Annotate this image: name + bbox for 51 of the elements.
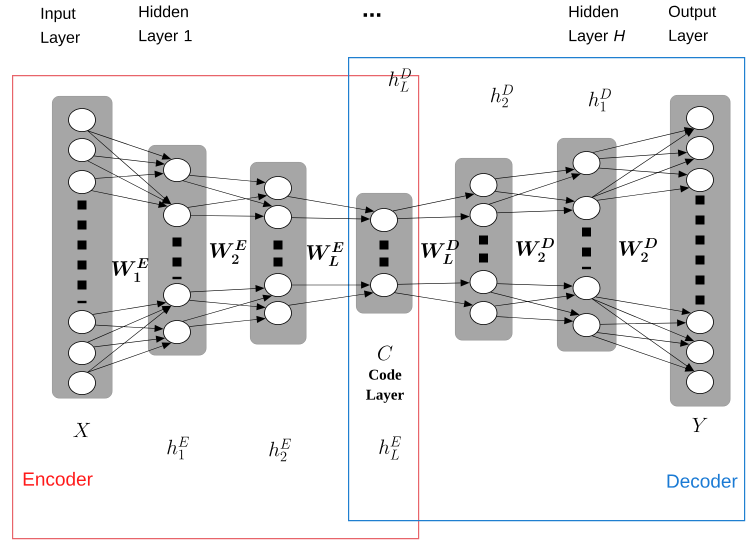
- neuron-circle: [686, 340, 714, 364]
- neuron-circle: [163, 283, 191, 307]
- neuron-circle: [686, 370, 714, 394]
- layer-title: Code Layer: [366, 369, 404, 403]
- neuron-circle: [68, 341, 96, 365]
- neuron-circle: [68, 108, 96, 132]
- layer-title: Output Layer: [668, 6, 716, 44]
- neuron-circle: [572, 196, 600, 220]
- neuron-circle: [470, 301, 498, 325]
- neuron-circle: [370, 208, 398, 232]
- weight-label: $\boldsymbol{W_{L}^{D}}$: [421, 240, 459, 264]
- layer-symbol: $h_{L}^{D}$: [389, 68, 411, 92]
- neuron-circle: [470, 173, 498, 197]
- weight-label: $\boldsymbol{W_{L}^{E}}$: [306, 242, 344, 266]
- neuron-circle: [686, 168, 714, 192]
- neuron-circle: [572, 151, 600, 175]
- neuron-circle: [68, 310, 96, 334]
- neuron-circle: [470, 203, 498, 227]
- neuron-circle: [370, 273, 398, 297]
- neuron-circle: [686, 136, 714, 160]
- ellipsis: ...: [364, 13, 380, 17]
- layer-title: Hidden Layer H: [570, 6, 626, 44]
- neuron-circle: [264, 176, 292, 200]
- neuron-circle: [686, 310, 714, 334]
- layer-symbol: $Y$: [692, 418, 708, 432]
- neuron-circle: [264, 205, 292, 229]
- weight-label: $\boldsymbol{W_{2}^{E}}$: [210, 240, 246, 264]
- neuron-circle: [68, 170, 96, 194]
- neuron-circle: [68, 138, 96, 162]
- weight-label: $\boldsymbol{W_{2}^{D}}$: [516, 238, 554, 262]
- neuron-circle: [572, 276, 600, 300]
- layer-symbol: $h_{L}^{E}$: [379, 436, 401, 460]
- layer-symbol: $h_{1}^{E}$: [167, 436, 189, 460]
- neuron-circle: [68, 371, 96, 395]
- weight-label: $\boldsymbol{W_{1}^{E}}$: [112, 258, 148, 282]
- neuron-circle: [572, 313, 600, 337]
- neuron-circle: [264, 301, 292, 325]
- neuron-circle: [264, 273, 292, 297]
- layer-symbol: $h_{1}^{D}$: [589, 88, 611, 112]
- weight-label: $\boldsymbol{W_{2}^{D}}$: [619, 238, 657, 262]
- layer-symbol: $X$: [73, 422, 90, 438]
- layer-title: Input Layer: [42, 8, 80, 46]
- layer-symbol: $h_{2}^{D}$: [491, 84, 513, 108]
- neuron-circle: [163, 320, 191, 344]
- neuron-circle: [686, 106, 714, 130]
- neuron-circle: [470, 270, 498, 294]
- layer-title: Hidden Layer 1: [140, 6, 192, 44]
- neuron-circle: [163, 203, 191, 227]
- layer-symbol: $h_{2}^{E}$: [269, 438, 291, 462]
- layer-symbol: $C$: [378, 346, 392, 361]
- neuron-circle: [163, 158, 191, 182]
